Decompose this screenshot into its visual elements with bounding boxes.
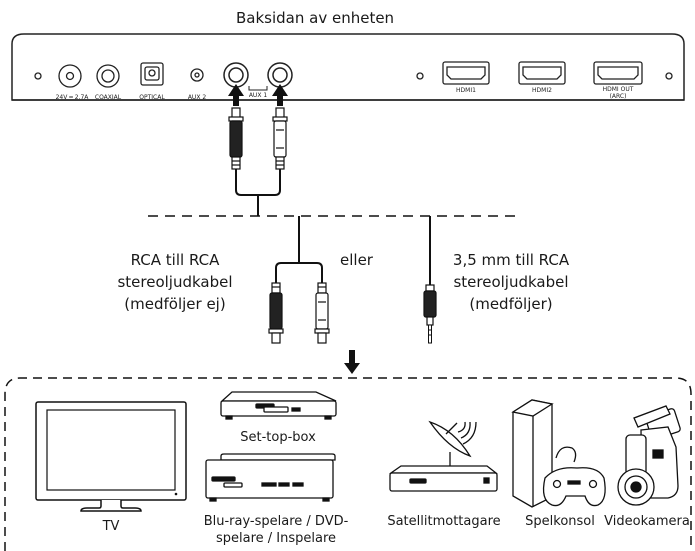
dc-power-port bbox=[34, 64, 82, 88]
dc-port-label: 24V ═ 2.7A bbox=[55, 94, 89, 101]
set-top-box-icon bbox=[220, 391, 337, 420]
tv-icon bbox=[35, 401, 187, 512]
sources-box bbox=[4, 377, 692, 551]
camcorder-label: Videokamera bbox=[604, 514, 690, 529]
device-rear-title: Baksidan av enheten bbox=[236, 9, 395, 27]
camcorder-icon bbox=[617, 405, 681, 506]
panel-screw bbox=[665, 72, 673, 80]
satellite-receiver-icon bbox=[388, 420, 498, 492]
rca-cable-label-line1: RCA till RCA bbox=[130, 251, 220, 269]
hdmi2-port-label: HDMI2 bbox=[532, 87, 552, 94]
hdmi1-port-label: HDMI1 bbox=[456, 87, 476, 94]
panel-screw bbox=[416, 72, 424, 80]
down-arrow bbox=[344, 350, 360, 374]
jack-cable-label-line1: 3,5 mm till RCA bbox=[452, 251, 570, 269]
jack-cable-label-line3: (medföljer) bbox=[469, 295, 553, 313]
jack-cable-label-line2: stereoljudkabel bbox=[453, 273, 569, 291]
satellite-label: Satellitmottagare bbox=[387, 514, 501, 529]
hdmi-ports bbox=[442, 61, 643, 85]
rca-cable-label-line2: stereoljudkabel bbox=[117, 273, 233, 291]
bluray-label-line1: Blu-ray-spelare / DVD- bbox=[203, 514, 349, 529]
console-label: Spelkonsol bbox=[525, 514, 595, 529]
hdmi-out-arc-label: (ARC) bbox=[609, 93, 627, 100]
coaxial-port-label: COAXIAL bbox=[94, 94, 122, 101]
optical-port bbox=[140, 62, 164, 86]
rca-plug-lower-right bbox=[314, 282, 330, 344]
optical-port-label: OPTICAL bbox=[139, 94, 165, 101]
aux2-port bbox=[190, 68, 204, 82]
bluray-label-line2: spelare / Inspelare bbox=[215, 531, 337, 546]
rca-cable-label-line3: (medföljer ej) bbox=[124, 295, 226, 313]
device-rear-panel bbox=[11, 33, 685, 101]
hdmi-out-port-label: HDMI OUT bbox=[602, 86, 634, 93]
aux2-port-label: AUX 2 bbox=[187, 94, 207, 101]
game-console-icon bbox=[511, 399, 606, 508]
aux1-port-label: AUX 1 bbox=[248, 92, 268, 99]
rca-to-rca-cable bbox=[275, 216, 323, 283]
bluray-player-icon bbox=[205, 453, 336, 502]
rca-plug-lower-left bbox=[268, 282, 284, 344]
coaxial-port bbox=[96, 64, 120, 88]
or-label: eller bbox=[340, 251, 373, 269]
mini-jack-cable bbox=[423, 216, 437, 344]
aux1-rca-ports bbox=[223, 62, 293, 91]
set-top-box-label: Set-top-box bbox=[240, 430, 316, 445]
rca-plug-left bbox=[228, 107, 244, 170]
insert-arrows bbox=[228, 84, 288, 106]
rca-plug-right bbox=[272, 107, 288, 170]
tv-label: TV bbox=[102, 519, 120, 534]
panel-cable bbox=[235, 169, 281, 216]
